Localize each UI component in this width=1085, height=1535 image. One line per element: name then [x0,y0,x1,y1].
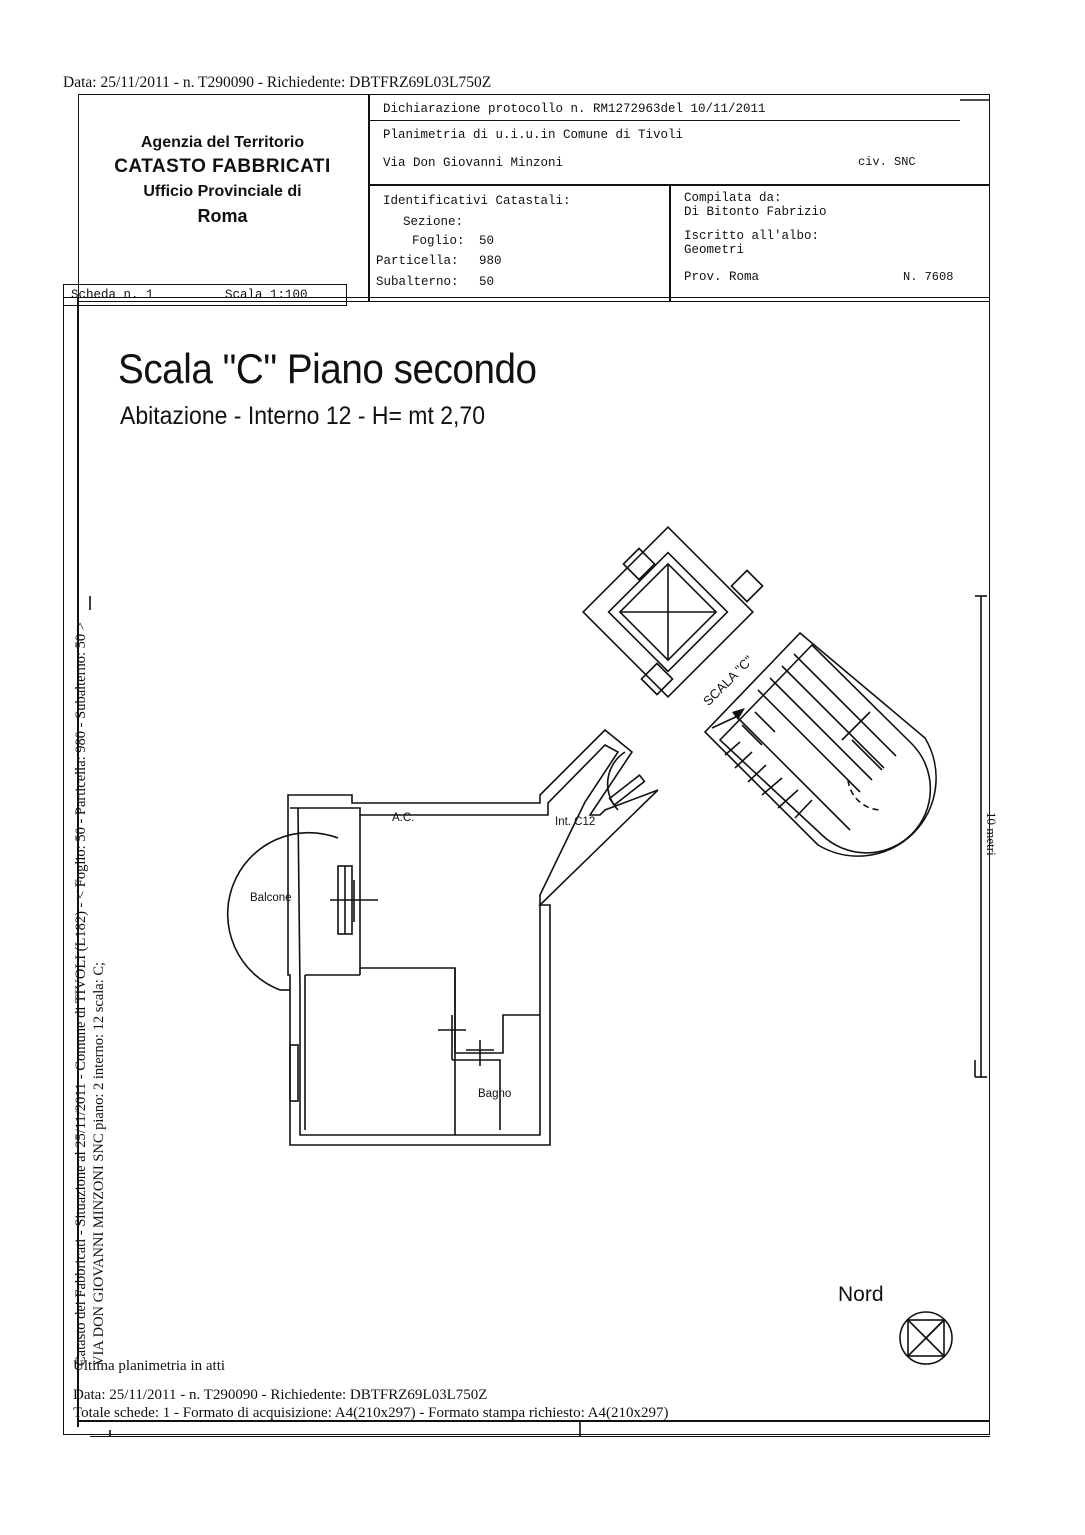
drawing-subtitle: Abitazione - Interno 12 - H= mt 2,70 [120,402,486,430]
drawing-title: Scala "C" Piano secondo [118,345,537,392]
sezione-label: Sezione: [403,215,464,229]
header-divider-compilata [669,184,671,302]
header-divider-top [368,120,960,121]
compilata-name: Di Bitonto Fabrizio [684,205,827,219]
declaration-protocol: Dichiarazione protocollo n. RM1272963del… [383,102,766,116]
header-divider-vertical [368,94,370,302]
header-frame [78,94,990,302]
balcone-label: Balcone [250,892,292,904]
prov-value: Prov. Roma [684,270,760,284]
compilata-title: Compilata da: [684,191,782,205]
scale-bar-label: 10 metri [984,812,999,856]
footer-ultima: Ultima planimetria in atti [73,1358,226,1374]
identificativi-title: Identificativi Catastali: [383,194,571,208]
declaration-planimetria: Planimetria di u.i.u.in Comune di Tivoli [383,128,684,142]
subalterno-label: Subalterno: [376,275,459,289]
subalterno-value: 50 [479,275,495,289]
albo-number: N. 7608 [903,270,954,284]
scala-label: Scala 1:100 [225,288,308,302]
top-header: Data: 25/11/2011 - n. T290090 - Richiede… [63,74,492,91]
north-label: Nord [838,1283,884,1306]
ac-label: A.C. [392,812,415,824]
iscritto-label: Iscritto all'albo: [684,229,820,243]
albo-value: Geometri [684,243,745,257]
declaration-civ: civ. SNC [858,155,916,169]
header-divider-horizontal [368,184,990,186]
inner-left-line [77,297,79,1427]
agency-block: Agenzia del Territorio CATASTO FABBRICAT… [90,132,355,228]
bottom-border [77,1420,990,1422]
scheda-box [63,284,347,306]
bottom-tail [90,1436,990,1437]
office-city: Roma [197,206,248,226]
main-frame [63,297,990,1435]
particella-label: Particella: [376,254,459,268]
footer-data: Data: 25/11/2011 - n. T290090 - Richiede… [73,1387,488,1403]
foglio-label: Foglio: [412,234,465,248]
particella-value: 980 [479,254,502,268]
scheda-label: Scheda n. 1 [71,288,154,302]
bagno-label: Bagno [478,1088,512,1100]
agency-name: Agenzia del Territorio [140,134,305,151]
declaration-address: Via Don Giovanni Minzoni [383,156,564,170]
foglio-value: 50 [479,234,495,248]
footer-totale: Totale schede: 1 - Formato di acquisizio… [73,1405,669,1421]
catasto-title: CATASTO FABBRICATI [114,156,331,177]
vertical-address-info: VIA DON GIOVANNI MINZONI SNC piano: 2 in… [91,961,107,1366]
office-label: Ufficio Provinciale di [143,183,302,200]
vertical-cadastral-info: Catasto dei Fabbricati - Situazione al 2… [73,622,89,1366]
unit-label: Int. C12 [555,816,596,828]
